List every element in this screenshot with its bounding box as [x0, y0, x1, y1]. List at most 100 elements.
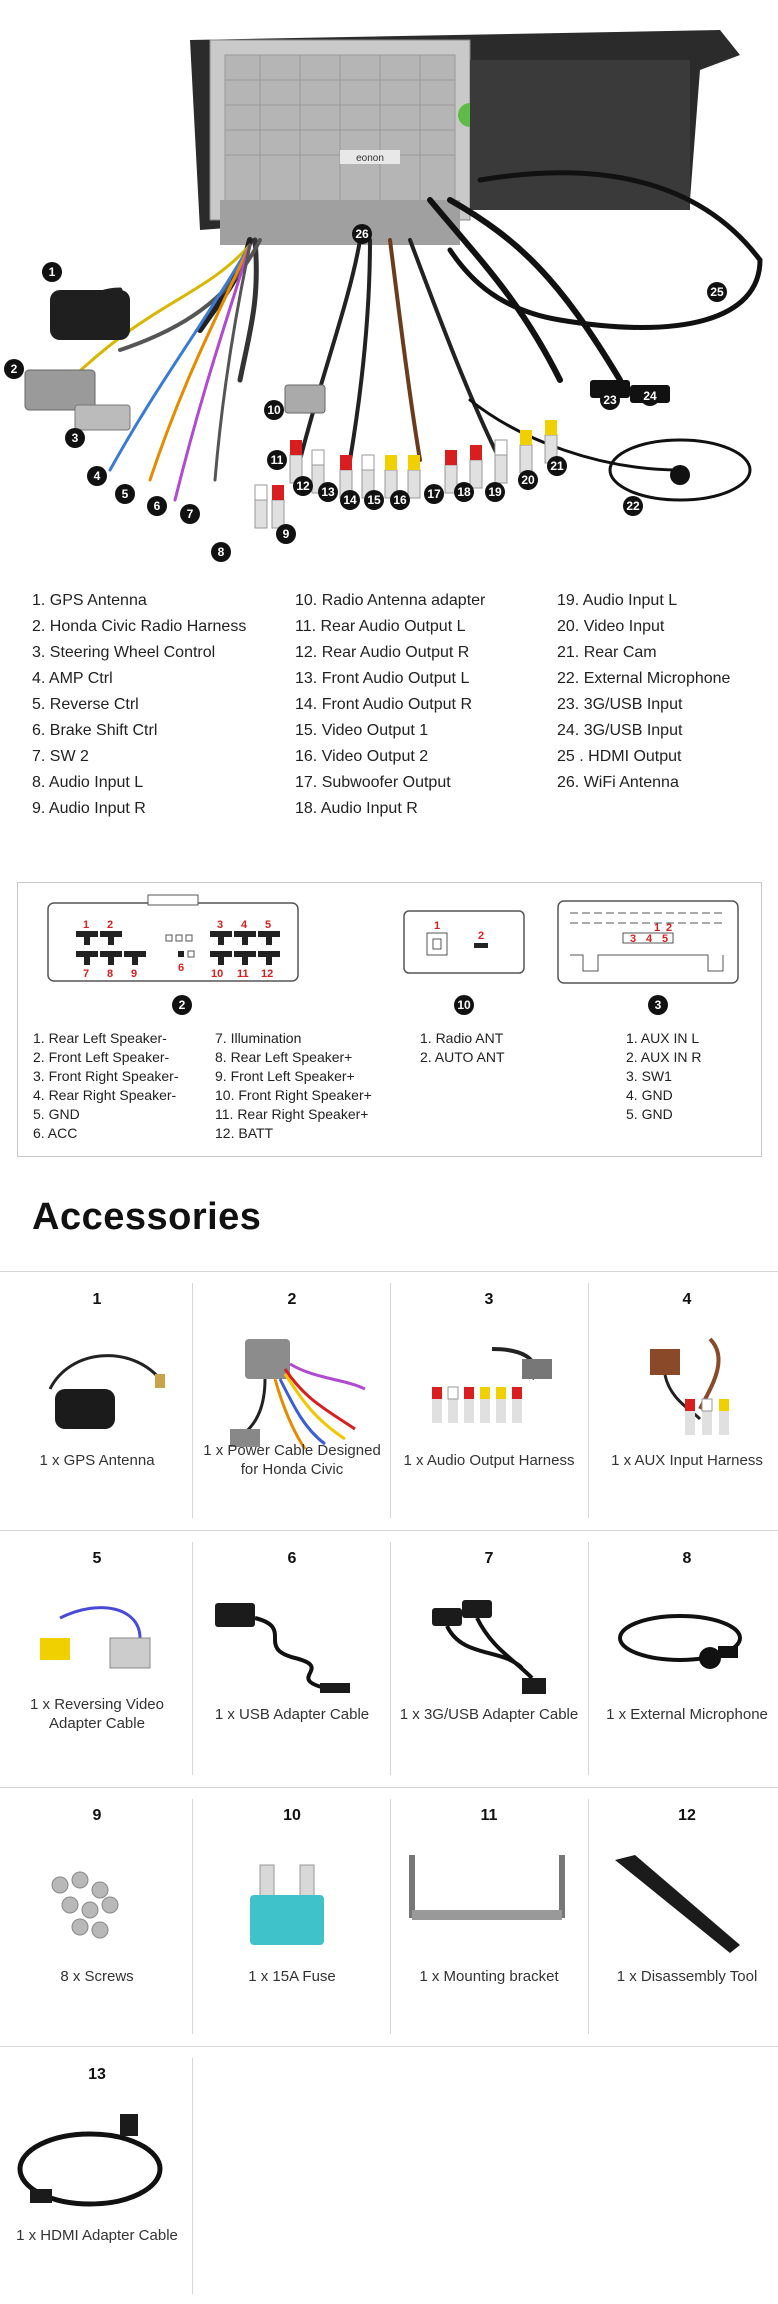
connector-10-pin: 2 [478, 930, 484, 942]
callout-18: 18 [457, 485, 471, 499]
accessory-number: 7 [484, 1550, 494, 1567]
callout-10: 10 [267, 403, 281, 417]
accessory-card: 13 1 x HDMI Adapter Cable [0, 2046, 194, 2304]
callout-5: 5 [122, 487, 129, 501]
3g-usb-cable-icon [432, 1600, 546, 1694]
microphone-image [608, 438, 752, 502]
divider [0, 2046, 778, 2047]
accessory-label: 1 x External Microphone [606, 1706, 768, 1723]
pin-item: 11. Rear Right Speaker+ [215, 1106, 369, 1122]
connector-2-pin: 5 [265, 919, 271, 931]
divider [588, 1283, 589, 1518]
connector-2-number: 2 [179, 998, 186, 1012]
legend-item: 19. Audio Input L [557, 592, 678, 609]
legend-column-3: 19. Audio Input L 20. Video Input 21. Re… [557, 588, 772, 822]
legend-item: 17. Subwoofer Output [295, 774, 451, 791]
connector-3-pin: 3 [630, 933, 636, 945]
accessory-card: 7 1 x 3G/USB Adapter Cable [392, 1530, 586, 1787]
usb-cable-icon [215, 1603, 350, 1693]
aux-harness-icon [650, 1337, 729, 1435]
legend-column-1: 1. GPS Antenna 2. Honda Civic Radio Harn… [32, 588, 295, 822]
callout-6: 6 [154, 499, 161, 513]
connector-drawings: 1 2 3 4 5 7 8 9 6 10 11 12 2 1 2 10 [47, 894, 739, 1015]
legend-item: 7. SW 2 [32, 748, 89, 765]
legend-item: 6. Brake Shift Ctrl [32, 722, 158, 739]
connector-2-pin: 4 [241, 919, 248, 931]
accessory-number: 13 [88, 2066, 106, 2083]
callout-13: 13 [321, 485, 335, 499]
pin-item: 10. Front Right Speaker+ [215, 1087, 372, 1103]
accessory-label: 1 x Audio Output Harness [403, 1452, 575, 1469]
connector-10-pin-list: 1. Radio ANT 2. AUTO ANT [420, 1029, 505, 1067]
microphone-icon [618, 1614, 742, 1669]
pin-item: 4. Rear Right Speaker- [33, 1087, 177, 1103]
pin-item: 2. Front Left Speaker- [33, 1049, 170, 1065]
accessory-label: 1 x Mounting bracket [419, 1968, 559, 1985]
callout-24: 24 [643, 389, 657, 403]
accessory-label: 1 x 15A Fuse [248, 1968, 336, 1985]
legend-item: 8. Audio Input L [32, 774, 144, 791]
connector-10-number: 10 [457, 998, 471, 1012]
legend-column-2: 10. Radio Antenna adapter 11. Rear Audio… [295, 588, 557, 822]
callout-3: 3 [72, 431, 79, 445]
divider [192, 1799, 193, 2034]
divider [192, 1283, 193, 1518]
connector-10-drawing: 1 2 10 [403, 910, 525, 1015]
accessory-number: 8 [682, 1550, 692, 1567]
connector-3-pin: 5 [662, 933, 668, 945]
callout-11: 11 [271, 453, 284, 467]
callout-20: 20 [521, 473, 535, 487]
accessories-title: Accessories [32, 1196, 262, 1238]
accessory-card: 9 8 x Screws [0, 1787, 194, 2046]
callout-17: 17 [427, 487, 441, 501]
pin-item: 5. GND [626, 1106, 673, 1122]
pin-item: 5. GND [33, 1106, 80, 1122]
accessory-number: 10 [283, 1807, 301, 1824]
accessory-number: 11 [480, 1807, 498, 1824]
legend-item: 9. Audio Input R [32, 800, 146, 817]
divider [390, 1542, 391, 1775]
accessory-number: 9 [92, 1807, 102, 1824]
pin-item: 2. AUX IN R [626, 1049, 702, 1065]
accessory-card: 10 1 x 15A Fuse [195, 1787, 389, 2046]
cables [57, 170, 763, 502]
legend-item: 25 . HDMI Output [557, 748, 682, 765]
callout-14: 14 [343, 493, 357, 507]
accessory-label: 8 x Screws [60, 1968, 134, 1985]
connector-3-pin-list: 1. AUX IN L 2. AUX IN R 3. SW1 4. GND 5.… [626, 1029, 701, 1124]
legend-item: 21. Rear Cam [557, 644, 657, 661]
pin-item: 6. ACC [33, 1125, 78, 1141]
diagram-callouts: 1 2 3 4 5 6 7 8 9 10 11 12 13 14 15 16 1… [4, 224, 727, 562]
fuse-icon [250, 1864, 324, 1945]
pin-item: 1. AUX IN L [626, 1030, 700, 1046]
power-cable-icon [230, 1339, 366, 1450]
callout-22: 22 [626, 499, 640, 513]
divider [588, 1799, 589, 2034]
screws-icon [51, 1871, 119, 1939]
pin-item: 7. Illumination [215, 1030, 302, 1046]
legend-item: 11. Rear Audio Output L [295, 618, 466, 635]
accessory-number: 5 [92, 1550, 102, 1567]
legend-item: 26. WiFi Antenna [557, 774, 679, 791]
hdmi-cable-icon [17, 2114, 163, 2207]
pin-item: 2. AUTO ANT [420, 1049, 505, 1065]
connector-3-number: 3 [655, 998, 662, 1012]
connector-3-drawing: 1 2 3 4 5 3 [557, 900, 739, 1015]
head-unit-image: eonon [190, 30, 740, 245]
divider [588, 1542, 589, 1775]
callout-9: 9 [283, 527, 290, 541]
pin-item: 1. Radio ANT [420, 1030, 504, 1046]
callout-26: 26 [355, 227, 369, 241]
pry-tool-icon [615, 1855, 740, 1953]
accessory-number: 2 [287, 1291, 297, 1308]
accessory-label: 1 x AUX Input Harness [611, 1452, 763, 1469]
audio-harness-icon [432, 1347, 552, 1423]
accessory-card: 8 1 x External Microphone [590, 1530, 778, 1787]
divider [390, 1799, 391, 2034]
accessory-label: 1 x GPS Antenna [39, 1452, 155, 1469]
connector-2-pin: 12 [261, 968, 273, 980]
callout-2: 2 [11, 362, 18, 376]
callout-8: 8 [218, 545, 225, 559]
reverse-video-cable-icon [40, 1606, 151, 1669]
connector-2-pin-list-b: 7. Illumination 8. Rear Left Speaker+ 9.… [215, 1029, 372, 1143]
